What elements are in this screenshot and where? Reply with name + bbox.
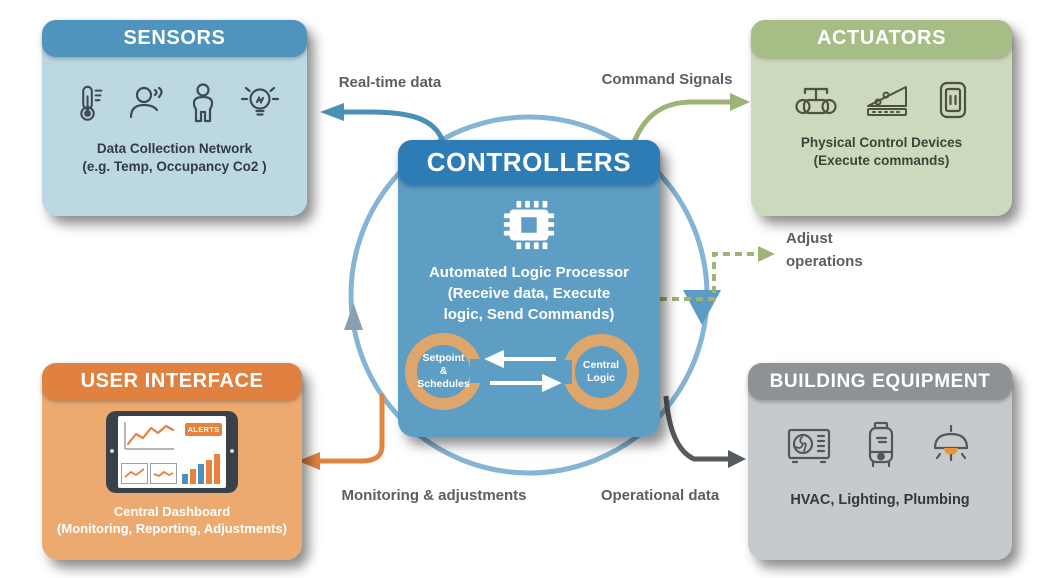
building-equipment-header: BUILDING EQUIPMENT [748, 363, 1012, 400]
cpu-chip-icon [503, 200, 555, 250]
sensors-icon-row [68, 82, 282, 124]
sensors-title: SENSORS [123, 27, 226, 49]
controllers-title: CONTROLLERS [426, 147, 632, 177]
bar-chart-icon [182, 454, 220, 484]
exchange-arrows-icon [484, 349, 562, 393]
user-interface-description-line2: (Monitoring, Reporting, Adjustments) [57, 521, 287, 536]
sensors-description-line1: Data Collection Network [96, 141, 253, 156]
building-equipment-card: HVAC, Lighting, Plumbing BUILDING EQUIPM… [748, 363, 1012, 560]
setpoint-node-line2: & Schedules [417, 365, 470, 390]
adjust-operations-dashed-arrow [660, 246, 775, 301]
central-logic-line2: Logic [587, 372, 615, 384]
actuators-arrow-label: Command Signals [601, 71, 733, 88]
controllers-header: CONTROLLERS [398, 140, 660, 185]
central-logic-node: Central Logic [563, 334, 639, 410]
actuators-description-line1: Physical Control Devices [800, 135, 963, 150]
ceiling-lamp-icon [933, 424, 969, 462]
person-icon [192, 83, 213, 123]
switch-icon [939, 81, 966, 119]
damper-icon [866, 86, 907, 116]
sensors-description: Data Collection Network (e.g. Temp, Occu… [82, 140, 266, 176]
sensors-header: SENSORS [42, 20, 307, 57]
central-logic-ring-gap [558, 360, 572, 384]
actuators-icon-row [792, 80, 972, 120]
loop-up-arrowhead-icon [344, 303, 363, 330]
user-interface-card: ALERTS [42, 363, 302, 560]
water-heater-icon [868, 421, 894, 468]
dashboard-screen: ALERTS [118, 416, 226, 488]
setpoint-node-line1: Setpoint [422, 352, 465, 364]
equipment-arrow [663, 395, 746, 468]
user-interface-arrow-label: Monitoring & adjustments [341, 487, 527, 504]
building-equipment-title: BUILDING EQUIPMENT [769, 370, 991, 392]
mini-chart-icon [150, 463, 177, 484]
building-equipment-icon-row [785, 421, 975, 469]
building-equipment-description: HVAC, Lighting, Plumbing [790, 491, 969, 509]
building-equipment-description-line1: HVAC, Lighting, Plumbing [790, 492, 970, 508]
actuators-header: ACTUATORS [751, 20, 1012, 57]
user-interface-title: USER INTERFACE [80, 370, 264, 392]
controllers-card: Automated Logic Processor (Receive data,… [398, 140, 660, 437]
user-interface-arrow [298, 394, 385, 470]
thermometer-icon [79, 85, 102, 121]
occupancy-sensor-icon [129, 86, 163, 119]
sensors-description-line2: (e.g. Temp, Occupancy Co2 ) [82, 159, 267, 174]
loop-down-arrowhead-icon [683, 290, 721, 325]
line-chart-icon [124, 422, 175, 450]
actuators-title: ACTUATORS [816, 27, 947, 49]
alerts-badge-label: ALERTS [187, 425, 220, 434]
controllers-description-line1: Automated Logic Processor [428, 264, 630, 281]
adjust-operations-line2: operations [786, 253, 863, 270]
mini-chart-icon [121, 463, 148, 484]
controllers-body: Automated Logic Processor (Receive data,… [398, 140, 660, 437]
user-interface-description: Central Dashboard (Monitoring, Reporting… [57, 503, 287, 537]
controllers-description-line3: logic, Send Commands) [443, 306, 615, 323]
actuators-description-line2: (Execute commands) [813, 153, 950, 168]
actuators-description: Physical Control Devices (Execute comman… [801, 134, 962, 170]
dashboard-tablet-icon: ALERTS [106, 411, 238, 493]
setpoint-ring-gap [470, 359, 484, 383]
equipment-arrow-label: Operational data [600, 487, 720, 504]
user-interface-header: USER INTERFACE [42, 363, 302, 400]
valve-icon [794, 87, 837, 115]
actuators-card: Physical Control Devices (Execute comman… [751, 20, 1012, 216]
controllers-description: Automated Logic Processor (Receive data,… [429, 262, 629, 325]
controllers-description-line2: (Receive data, Execute [447, 285, 611, 302]
adjust-operations-label: Adjust operations [786, 227, 896, 273]
sensors-arrow-label: Real-time data [338, 74, 442, 91]
user-interface-description-line1: Central Dashboard [113, 504, 231, 519]
central-logic-line1: Central [582, 359, 620, 371]
alerts-badge: ALERTS [185, 423, 222, 436]
hvac-unit-icon [787, 428, 831, 464]
sensors-card: Data Collection Network (e.g. Temp, Occu… [42, 20, 307, 216]
light-bulb-icon [240, 86, 279, 116]
adjust-operations-line1: Adjust [786, 230, 833, 247]
